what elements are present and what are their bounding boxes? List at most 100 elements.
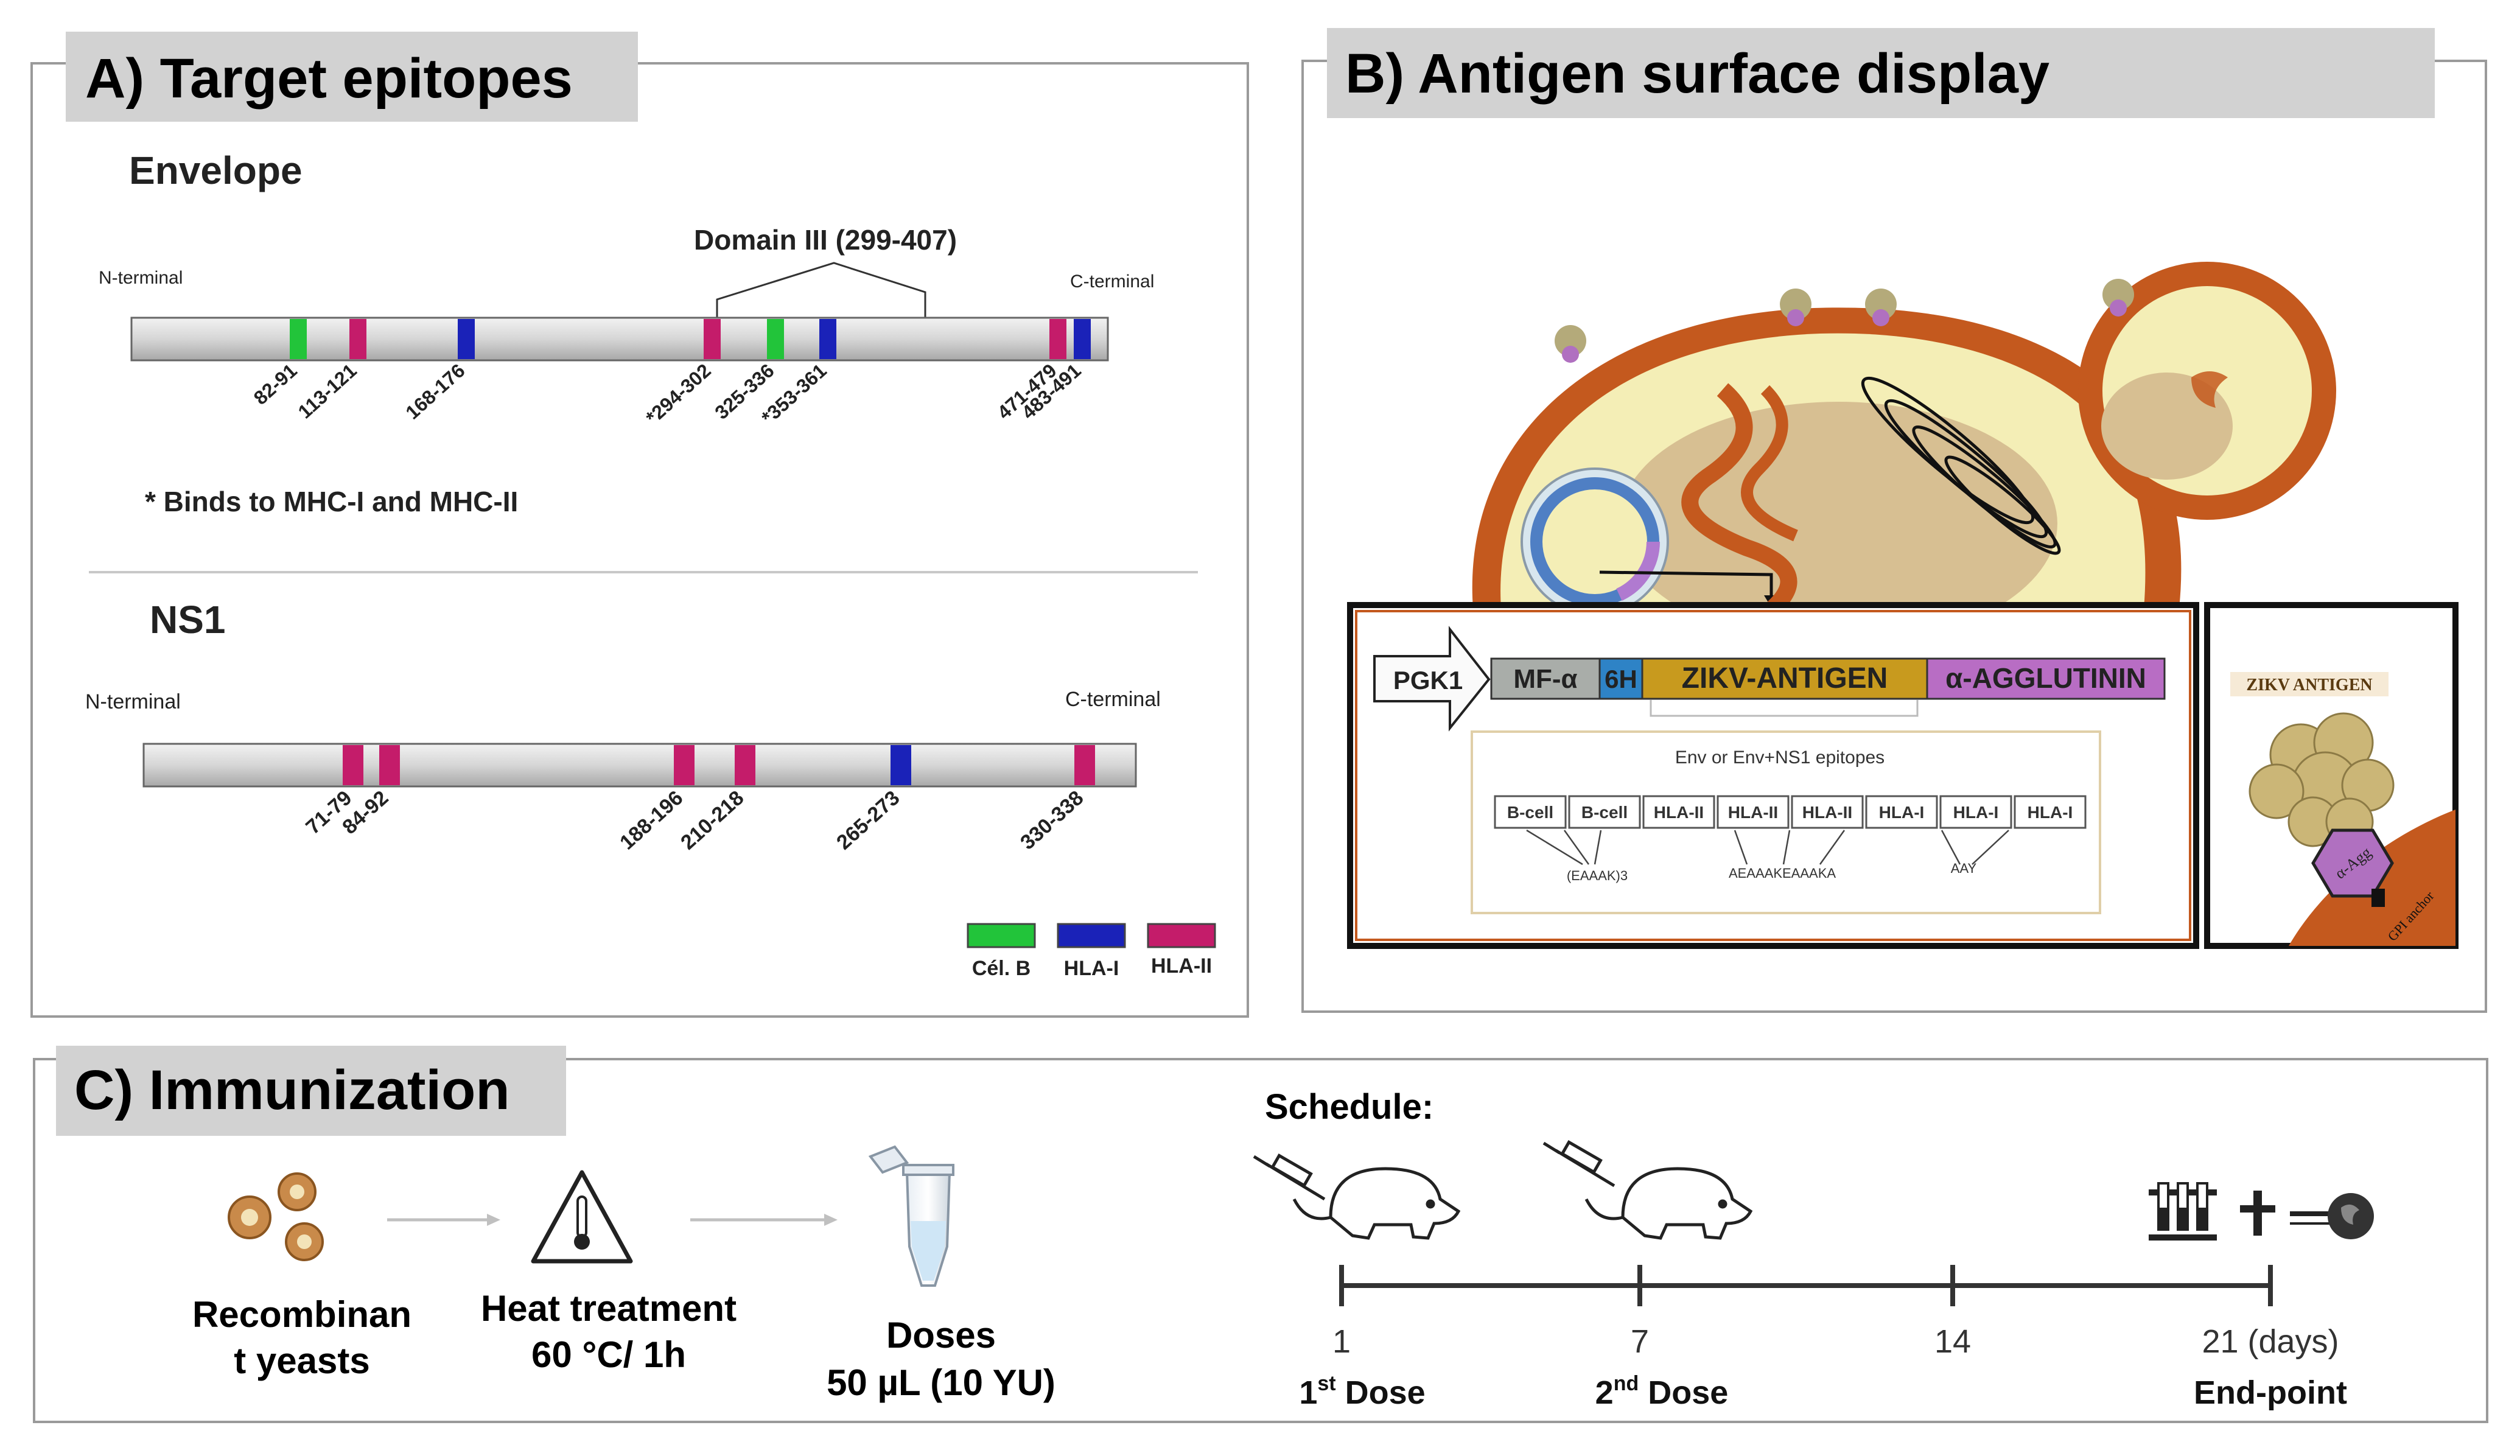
ns1-c-terminal: C-terminal	[1065, 688, 1161, 711]
ns1-epitope-71-79	[343, 745, 363, 785]
legend-swatch-bcell	[967, 923, 1036, 948]
antigen-inset: ZIKV ANTIGEN α-Agg GPI anchor	[2204, 602, 2459, 949]
epitope-cell	[1642, 795, 1715, 829]
ns1-epitope-188-196	[674, 745, 695, 785]
envelope-c-terminal: C-terminal	[1070, 271, 1154, 292]
timeline-event-label: 1st Dose	[1299, 1372, 1425, 1411]
dose-2-syringe-icon	[1542, 1140, 1615, 1188]
linker-arrows	[1526, 829, 2009, 866]
legend-label-bcell: Cél. B	[972, 957, 1031, 980]
epitope-cell	[1791, 795, 1864, 829]
epitope-cell-label: HLA-II	[1728, 803, 1778, 822]
epitope-cell	[1568, 795, 1641, 829]
yeast-cell-illustration	[1472, 262, 2336, 645]
segment-6h-label: 6H	[1605, 665, 1637, 693]
zoom-bracket	[1650, 700, 1919, 717]
timeline-day-label: 7	[1631, 1323, 1649, 1360]
envelope-bar	[130, 317, 1109, 362]
epitope-cell	[1939, 795, 2012, 829]
ns1-epitope-label: 210-218	[676, 786, 748, 855]
flow-arrowhead-2	[824, 1214, 838, 1226]
dose-1-mouse-icon	[1292, 1167, 1461, 1240]
epitope-cell-label: HLA-II	[1654, 803, 1704, 822]
envelope-title: Envelope	[129, 149, 303, 192]
dose-2-mouse-icon	[1584, 1167, 1753, 1240]
epitope-cell-label: B-cell	[1507, 803, 1553, 822]
ns1-title: NS1	[150, 598, 226, 642]
envelope-epitope-113-121	[349, 319, 366, 359]
dose-1-syringe-icon	[1253, 1153, 1326, 1201]
segment-mf-alpha-label: MF-α	[1513, 664, 1577, 694]
tube-icon	[868, 1145, 954, 1287]
ns1-epitope-210-218	[735, 745, 755, 785]
epitopes-caption: Env or Env+NS1 epitopes	[1675, 747, 1885, 768]
panel-c: C) Immunization Recombinan t yeasts Heat…	[33, 1046, 2488, 1423]
epitope-cell-label: HLA-I	[1879, 803, 1925, 822]
ns1-n-terminal: N-terminal	[85, 690, 181, 713]
dissection-icon	[2290, 1193, 2374, 1239]
epitope-cell	[1494, 795, 1567, 829]
epitope-cell	[1717, 795, 1790, 829]
pgk1-promoter-arrow	[1373, 626, 1491, 732]
flow-arrowhead-1	[487, 1214, 500, 1226]
envelope-epitope-label: 82-91	[250, 359, 301, 409]
timeline-day-label: 14	[1934, 1323, 1971, 1360]
ns1-epitope-330-338	[1074, 745, 1095, 785]
pgk1-label: PGK1	[1393, 666, 1463, 695]
epitope-cell-label: HLA-I	[2028, 803, 2073, 822]
envelope-epitope-star-353-361	[819, 319, 836, 359]
step-2-line-1: Heat treatment	[481, 1288, 737, 1329]
linker-eaaak: (EAAAK)3	[1567, 868, 1628, 883]
mhc-footnote: * Binds to MHC-I and MHC-II	[145, 486, 518, 517]
step-2-line-2: 60 °C/ 1h	[531, 1334, 686, 1375]
legend: Cél. B HLA-I HLA-II	[967, 923, 1216, 980]
panel-a: A) Target epitopes Envelope N-terminal C…	[30, 32, 1249, 1018]
ns1-epitope-label: 188-196	[615, 786, 687, 855]
panel-b: B) Antigen surface display	[1301, 28, 2487, 1013]
panel-b-title: B) Antigen surface display	[1345, 43, 2049, 105]
thermometer-bulb	[574, 1234, 590, 1250]
envelope-epitope-label: *294-302	[642, 359, 715, 429]
envelope-n-terminal: N-terminal	[99, 268, 183, 288]
legend-swatch-hla2	[1147, 923, 1216, 948]
inset-title: ZIKV ANTIGEN	[2246, 676, 2372, 695]
epitope-cell	[1865, 795, 1938, 829]
ns1-epitope-265-273	[891, 745, 911, 785]
envelope-epitope-star-294-302	[704, 319, 721, 359]
envelope-epitope-82-91	[290, 319, 307, 359]
panel-c-title: C) Immunization	[74, 1059, 510, 1121]
timeline-day-label: 21 (days)	[2202, 1323, 2339, 1360]
panel-a-title: A) Target epitopes	[85, 47, 573, 110]
construct-inner-border	[1355, 610, 2191, 941]
envelope-epitope-471-479	[1049, 319, 1066, 359]
legend-label-hla2: HLA-II	[1151, 954, 1212, 978]
segment-6h	[1598, 657, 1643, 700]
yeast-cluster-icon	[228, 1172, 324, 1261]
ns1-bar	[142, 743, 1137, 788]
cross-icon	[2240, 1191, 2275, 1236]
ns1-epitope-label: 265-273	[832, 786, 904, 855]
legend-label-hla1: HLA-I	[1064, 957, 1119, 980]
thermometer-icon	[576, 1195, 587, 1238]
step-3-line-1: Doses	[886, 1315, 996, 1356]
envelope-epitope-label: 113-121	[294, 359, 361, 422]
envelope-epitope-label: 168-176	[401, 359, 469, 423]
segment-alpha-agglutinin	[1926, 657, 2166, 700]
epitope-cell-label: HLA-II	[1802, 803, 1852, 822]
domain-iii-bracket	[716, 262, 926, 318]
envelope-epitope-325-336	[767, 319, 784, 359]
linker-aay: AAY	[1951, 861, 1977, 876]
ns1-epitope-84-92	[379, 745, 400, 785]
step-3-line-2: 50 µL (10 YU)	[827, 1362, 1055, 1403]
epitope-cell	[2014, 795, 2087, 829]
ns1-epitope-label: 330-338	[1016, 786, 1088, 855]
blood-tubes-icon	[2149, 1182, 2217, 1241]
envelope-epitope-483-491	[1074, 319, 1091, 359]
step-1-line-2: t yeasts	[234, 1340, 369, 1381]
step-1-line-1: Recombinan	[192, 1294, 411, 1335]
timeline-event-label: 2nd Dose	[1595, 1372, 1729, 1411]
epitope-cell-label: HLA-I	[1953, 803, 1999, 822]
